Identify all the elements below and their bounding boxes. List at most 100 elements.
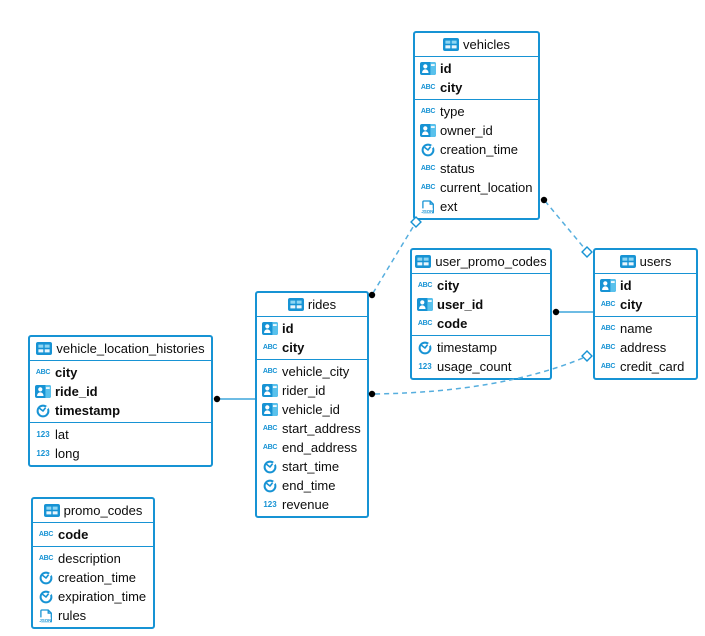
column-label: lat: [55, 427, 69, 442]
table-users[interactable]: users id city name address credit_card: [593, 248, 698, 380]
column-row[interactable]: owner_id: [415, 121, 538, 140]
number-type-icon: [35, 447, 51, 461]
column-row[interactable]: city: [595, 295, 696, 314]
columns-section: name address credit_card: [595, 317, 696, 378]
key-columns-section: city ride_id timestamp: [30, 361, 211, 423]
column-label: id: [620, 278, 632, 293]
connection-vehicle-location-histories-rides[interactable]: [213, 395, 255, 403]
table-name: users: [639, 254, 672, 269]
json-icon: [420, 200, 436, 214]
column-row[interactable]: revenue: [257, 495, 367, 514]
table-vehicle-location-histories[interactable]: vehicle_location_histories city ride_id …: [28, 335, 213, 467]
table-user-promo-codes[interactable]: user_promo_codes city user_id code times…: [410, 248, 552, 380]
column-row[interactable]: expiration_time: [33, 587, 153, 606]
text-type-icon: [262, 365, 278, 379]
table-header[interactable]: promo_codes: [33, 499, 153, 523]
table-header[interactable]: user_promo_codes: [412, 250, 550, 274]
table-header[interactable]: vehicle_location_histories: [30, 337, 211, 361]
column-row[interactable]: ext: [415, 197, 538, 216]
column-row[interactable]: code: [33, 525, 153, 544]
json-icon: [38, 609, 54, 623]
column-row[interactable]: credit_card: [595, 357, 696, 376]
column-label: vehicle_id: [282, 402, 340, 417]
connection-user-promo-codes-users[interactable]: [552, 308, 593, 316]
column-row[interactable]: address: [595, 338, 696, 357]
column-row[interactable]: vehicle_city: [257, 362, 367, 381]
column-row[interactable]: type: [415, 102, 538, 121]
column-row[interactable]: user_id: [412, 295, 550, 314]
id-badge-icon: [262, 384, 278, 398]
column-label: ext: [440, 199, 458, 214]
table-name: user_promo_codes: [435, 254, 547, 269]
column-label: creation_time: [440, 142, 519, 157]
column-row[interactable]: id: [415, 59, 538, 78]
column-row[interactable]: rules: [33, 606, 153, 625]
column-row[interactable]: usage_count: [412, 357, 550, 376]
column-row[interactable]: name: [595, 319, 696, 338]
column-label: name: [620, 321, 653, 336]
column-label: type: [440, 104, 465, 119]
column-label: vehicle_city: [282, 364, 350, 379]
table-vehicles[interactable]: vehicles id city type owner_id creation_…: [413, 31, 540, 220]
text-type-icon: [420, 105, 436, 119]
column-label: city: [55, 365, 78, 380]
column-row[interactable]: end_time: [257, 476, 367, 495]
key-columns-section: id city: [257, 317, 367, 360]
column-label: ride_id: [55, 384, 98, 399]
column-row[interactable]: long: [30, 444, 211, 463]
clock-icon: [38, 590, 54, 604]
column-label: address: [620, 340, 667, 355]
key-columns-section: city user_id code: [412, 274, 550, 336]
column-label: timestamp: [437, 340, 497, 355]
table-header[interactable]: rides: [257, 293, 367, 317]
column-row[interactable]: end_address: [257, 438, 367, 457]
column-row[interactable]: lat: [30, 425, 211, 444]
column-row[interactable]: current_location: [415, 178, 538, 197]
column-row[interactable]: ride_id: [30, 382, 211, 401]
column-label: id: [440, 61, 452, 76]
column-row[interactable]: city: [412, 276, 550, 295]
table-header[interactable]: users: [595, 250, 696, 274]
column-label: city: [437, 278, 460, 293]
number-type-icon: [35, 428, 51, 442]
column-row[interactable]: code: [412, 314, 550, 333]
column-row[interactable]: description: [33, 549, 153, 568]
column-row[interactable]: creation_time: [33, 568, 153, 587]
column-row[interactable]: id: [257, 319, 367, 338]
column-row[interactable]: start_time: [257, 457, 367, 476]
column-label: status: [440, 161, 475, 176]
column-label: timestamp: [55, 403, 121, 418]
column-row[interactable]: city: [415, 78, 538, 97]
table-icon: [620, 255, 636, 269]
text-type-icon: [262, 441, 278, 455]
key-columns-section: id city: [415, 57, 538, 100]
text-type-icon: [38, 552, 54, 566]
column-label: owner_id: [440, 123, 493, 138]
table-icon: [36, 342, 52, 356]
column-row[interactable]: start_address: [257, 419, 367, 438]
table-header[interactable]: vehicles: [415, 33, 538, 57]
column-row[interactable]: city: [257, 338, 367, 357]
text-type-icon: [600, 341, 616, 355]
column-label: rules: [58, 608, 87, 623]
column-row[interactable]: status: [415, 159, 538, 178]
relationship-dot: [213, 395, 221, 403]
column-row[interactable]: timestamp: [30, 401, 211, 420]
column-row[interactable]: rider_id: [257, 381, 367, 400]
text-type-icon: [417, 279, 433, 293]
column-row[interactable]: vehicle_id: [257, 400, 367, 419]
table-icon: [44, 504, 60, 518]
relationship-dot: [552, 308, 560, 316]
table-rides[interactable]: rides id city vehicle_city rider_id vehi…: [255, 291, 369, 518]
table-promo-codes[interactable]: promo_codes code description creation_ti…: [31, 497, 155, 629]
id-badge-icon: [420, 62, 436, 76]
id-badge-icon: [262, 403, 278, 417]
number-type-icon: [417, 360, 433, 374]
id-badge-icon: [420, 124, 436, 138]
column-row[interactable]: timestamp: [412, 338, 550, 357]
text-type-icon: [420, 162, 436, 176]
column-label: code: [58, 527, 89, 542]
column-row[interactable]: creation_time: [415, 140, 538, 159]
column-row[interactable]: city: [30, 363, 211, 382]
column-row[interactable]: id: [595, 276, 696, 295]
